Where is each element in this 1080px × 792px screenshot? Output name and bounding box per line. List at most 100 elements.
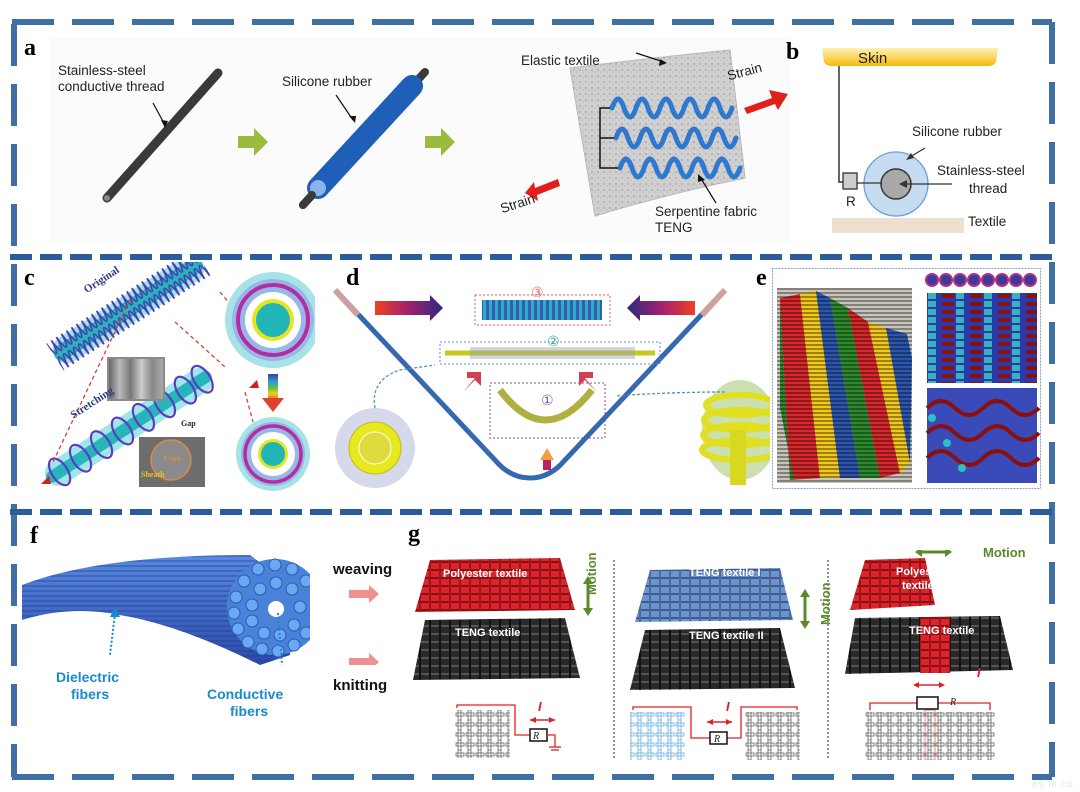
weave-circuit-diagram-slide bbox=[865, 712, 995, 760]
label-teng-textile-i: TENG textile I bbox=[689, 567, 761, 579]
panel-f-illustration bbox=[22, 555, 310, 665]
weave-3d-view bbox=[925, 388, 1041, 483]
mode3-sliding bbox=[845, 550, 1013, 760]
label-step2: ② bbox=[547, 333, 560, 349]
label-textile-b: Textile bbox=[968, 214, 1007, 229]
label-resistor-3: R bbox=[950, 697, 957, 708]
label-polyester-textile: Polyester textile bbox=[443, 568, 528, 580]
label-silicone-rubber: Silicone rubber bbox=[282, 74, 373, 89]
cross-section-original bbox=[225, 272, 315, 368]
label-motion-2: Motion bbox=[818, 582, 833, 625]
serpentine-fiber bbox=[613, 126, 739, 150]
polyester-textile bbox=[415, 558, 575, 612]
label-teng-textile: TENG textile bbox=[455, 627, 521, 639]
panel-label-g: g bbox=[408, 521, 420, 547]
label-serpentine-2: TENG bbox=[655, 220, 693, 235]
label-conductive-1: Conductive bbox=[207, 686, 284, 702]
knitting-arrow-icon bbox=[349, 653, 379, 665]
right-arrow-icon bbox=[425, 128, 455, 156]
process-arrows bbox=[349, 585, 379, 665]
panel-d-illustration bbox=[332, 287, 770, 488]
panel-e-illustration bbox=[772, 268, 1041, 489]
resistor-icon bbox=[842, 172, 858, 190]
label-stainless-thread-b-2: thread bbox=[969, 181, 1008, 196]
teng-textile bbox=[413, 618, 580, 680]
panel-a-illustration bbox=[50, 38, 790, 243]
label-stainless-thread-2: conductive thread bbox=[58, 79, 165, 94]
teng-textile-ii bbox=[630, 628, 795, 690]
label-elastic-textile: Elastic textile bbox=[521, 53, 600, 68]
watermark: es m co bbox=[1031, 779, 1074, 790]
label-teng-textile-ii: TENG textile II bbox=[689, 630, 764, 642]
stainless-thread-icon bbox=[102, 68, 223, 203]
label-polyester-3-2: textile bbox=[902, 580, 934, 592]
elastic-textile-icon bbox=[569, 49, 746, 217]
label-teng-textile-3: TENG textile bbox=[909, 625, 975, 637]
panel-label-a: a bbox=[24, 35, 36, 61]
rainbow-arrow-icon bbox=[463, 372, 481, 392]
label-silicone-rubber-b: Silicone rubber bbox=[912, 124, 1003, 139]
panel-label-d: d bbox=[346, 265, 360, 291]
woven-textile-photo bbox=[777, 288, 912, 483]
cross-section-stretched bbox=[236, 417, 310, 491]
serpentine-fiber bbox=[609, 96, 735, 120]
skin-layer bbox=[822, 48, 998, 66]
textile-layer bbox=[832, 218, 964, 233]
label-conductive-2: fibers bbox=[230, 703, 269, 719]
label-weaving: weaving bbox=[333, 561, 393, 578]
stretched-fiber bbox=[44, 364, 214, 487]
label-dielectric-1: Dielectric bbox=[56, 669, 120, 685]
silicone-coated-thread-icon bbox=[299, 68, 429, 209]
label-serpentine-1: Serpentine fabric bbox=[655, 204, 758, 219]
resistor-icon bbox=[916, 696, 939, 710]
label-sheath: Sheath bbox=[141, 470, 165, 479]
weave-top-view bbox=[925, 273, 1037, 383]
original-fiber bbox=[46, 262, 211, 371]
panel-label-e: e bbox=[756, 265, 767, 291]
label-motion-1: Motion bbox=[584, 552, 599, 595]
contracted-spring bbox=[482, 300, 602, 320]
up-arrow-icon bbox=[540, 448, 554, 460]
label-current-1: I bbox=[538, 699, 542, 714]
label-gap: Gap bbox=[181, 419, 196, 428]
panel-b-illustration bbox=[822, 48, 998, 233]
compress-arrow-right-icon bbox=[375, 295, 443, 321]
weave-circuit-diagram-black bbox=[745, 712, 800, 760]
teng-textile-i bbox=[635, 568, 793, 622]
right-arrow-icon bbox=[238, 128, 268, 156]
label-resistor-1: R bbox=[533, 731, 540, 742]
strain-right-arrow-icon bbox=[744, 90, 788, 114]
label-resistor-b: R bbox=[846, 194, 856, 209]
coil-3d-inset bbox=[699, 380, 770, 485]
label-stainless-thread-1: Stainless-steel bbox=[58, 63, 146, 78]
label-step1: ① bbox=[541, 392, 554, 408]
label-polyester-3-1: Polyester bbox=[896, 566, 946, 578]
panel-label-b: b bbox=[786, 39, 800, 65]
panel-c-illustration bbox=[41, 262, 315, 491]
mode1-contact-separation bbox=[413, 558, 593, 758]
weave-circuit-diagram-blue bbox=[630, 712, 685, 760]
polyester-textile-small bbox=[850, 558, 935, 610]
label-step3: ③ bbox=[531, 284, 544, 300]
label-current-2: I bbox=[726, 699, 730, 714]
weaving-arrow-icon bbox=[349, 585, 379, 603]
label-motion-3: Motion bbox=[983, 545, 1026, 560]
fiber-v-shape bbox=[338, 293, 722, 481]
label-skin: Skin bbox=[858, 50, 888, 67]
strain-left-arrow-icon bbox=[525, 179, 560, 201]
label-knitting: knitting bbox=[333, 677, 388, 694]
panel-g-illustration bbox=[413, 550, 1013, 760]
panel-label-c: c bbox=[24, 265, 35, 291]
mode2-contact-separation bbox=[630, 568, 810, 760]
coiled-fiber bbox=[497, 387, 595, 424]
compress-arrow-left-icon bbox=[627, 295, 695, 321]
label-current-3: I bbox=[977, 665, 981, 680]
transition-arrow-icon bbox=[268, 374, 278, 400]
panel-label-f: f bbox=[30, 523, 38, 549]
weave-circuit-diagram bbox=[455, 710, 510, 758]
label-core: Core bbox=[164, 454, 181, 463]
resistor-icon bbox=[709, 731, 728, 745]
label-dielectric-2: fibers bbox=[71, 686, 110, 702]
label-stainless-thread-b-1: Stainless-steel bbox=[937, 163, 1025, 178]
